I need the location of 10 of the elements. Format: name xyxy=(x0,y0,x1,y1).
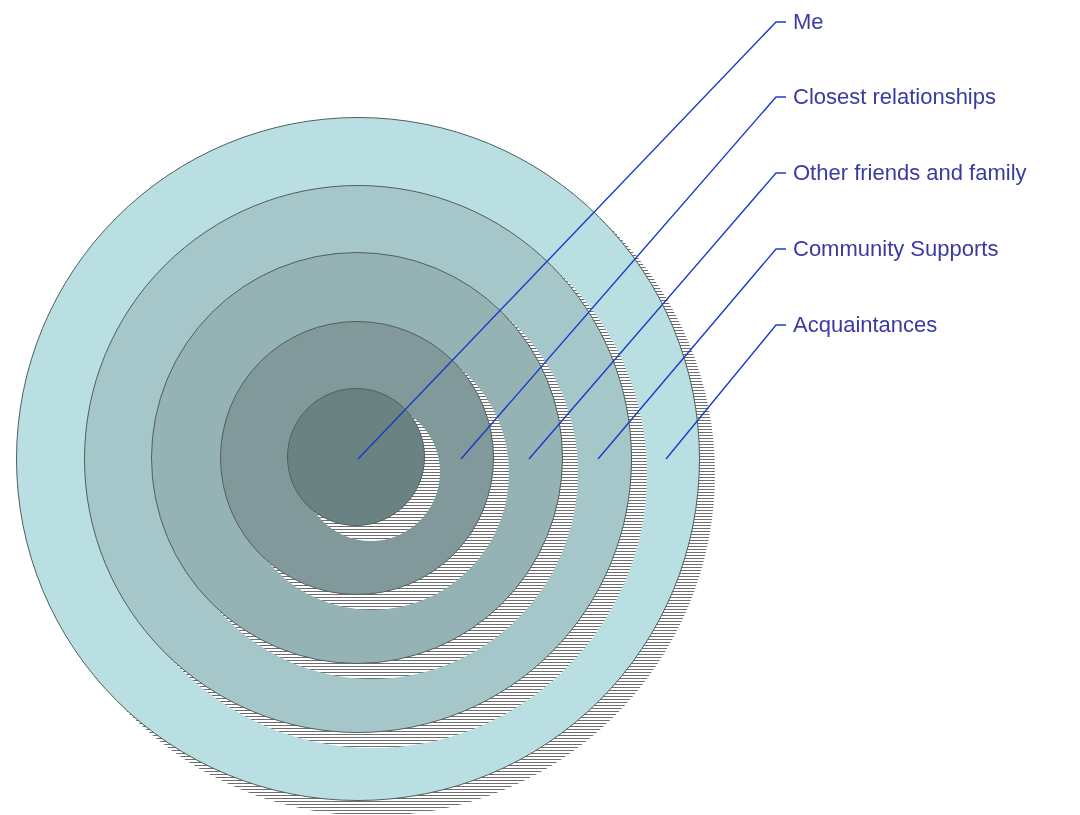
leader-line xyxy=(597,248,787,460)
leader-line xyxy=(528,172,787,460)
leader-line xyxy=(665,324,787,460)
ring-label: Acquaintances xyxy=(793,312,938,338)
leader-line xyxy=(460,96,787,460)
leader-line xyxy=(357,21,787,460)
ring-label: Closest relationships xyxy=(793,84,996,110)
ring-label: Community Supports xyxy=(793,236,999,262)
ring-label: Other friends and family xyxy=(793,160,1027,186)
ring-label: Me xyxy=(793,9,824,35)
